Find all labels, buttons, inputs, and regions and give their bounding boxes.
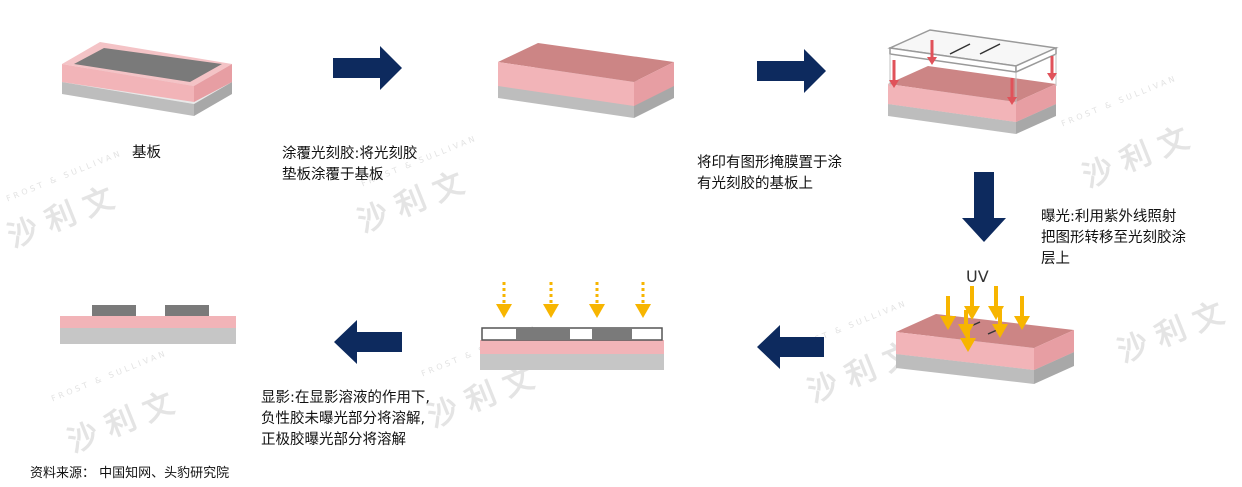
label-mask-2: 有光刻胶的基板上: [697, 176, 813, 192]
label-expose-2: 把图形转移至光刻胶涂: [1041, 230, 1186, 246]
exposure-cross-section: [480, 282, 664, 370]
label-coat-2: 垫板涂覆于基板: [282, 167, 384, 183]
uv-label: UV: [966, 267, 989, 286]
label-develop-3: 正极胶曝光部分将溶解: [261, 432, 406, 448]
arrow-left-1: [757, 325, 824, 369]
label-mask-1: 将印有图形掩膜置于涂: [697, 155, 842, 171]
label-substrate: 基板: [132, 145, 161, 161]
substrate-block: [62, 42, 232, 116]
arrow-right-1: [333, 46, 402, 90]
label-develop-2: 负性胶未曝光部分将溶解,: [261, 411, 426, 427]
arrow-left-2: [334, 320, 402, 364]
arrow-right-2: [757, 49, 826, 93]
label-expose-1: 曝光:利用紫外线照射: [1041, 209, 1177, 225]
label-develop-1: 显影:在显影溶液的作用下,: [261, 390, 430, 406]
coated-block: [498, 43, 674, 118]
masked-block: [887, 29, 1059, 134]
label-coat-1: 涂覆光刻胶:将光刻胶: [282, 146, 418, 162]
exposure-block: [896, 314, 1074, 384]
label-expose-3: 层上: [1041, 251, 1070, 267]
arrow-down: [962, 172, 1006, 242]
developed-cross-section: [60, 305, 236, 344]
source-note: 资料来源： 中国知网、头豹研究院: [30, 466, 230, 481]
uv-rays: [940, 286, 1030, 352]
